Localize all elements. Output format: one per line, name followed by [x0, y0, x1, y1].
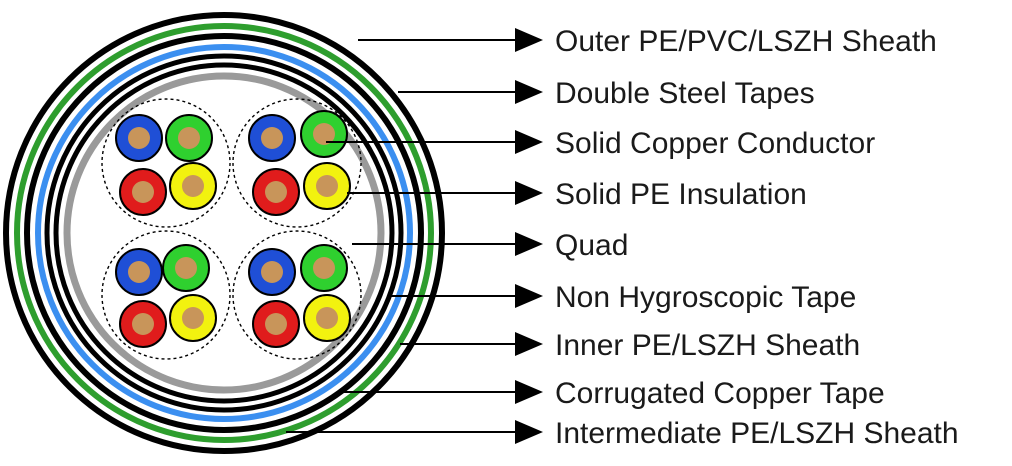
conductor-blue — [115, 114, 163, 162]
arrowhead — [515, 380, 543, 404]
quad-binder — [101, 230, 231, 360]
steel-tape-ring-green — [14, 23, 434, 443]
quad-binder — [232, 230, 362, 360]
arrowhead — [515, 181, 543, 205]
arrowhead — [515, 80, 543, 104]
quad-binder — [101, 98, 231, 228]
label-outer-sheath: Outer PE/PVC/LSZH Sheath — [555, 25, 937, 58]
conductor-yellow — [169, 294, 217, 342]
outer-sheath-ring — [3, 12, 445, 454]
arrowhead — [515, 284, 543, 308]
conductor-blue — [248, 248, 296, 296]
conductor-blue — [248, 114, 296, 162]
conductor-blue — [115, 248, 163, 296]
corrugated-tape-ring — [44, 53, 404, 413]
arrowheads — [515, 28, 543, 444]
conductor-green — [300, 244, 348, 292]
quads — [101, 98, 362, 360]
label-inner-sheath: Inner PE/LSZH Sheath — [555, 329, 860, 362]
conductor-green — [165, 114, 213, 162]
inner-sheath-ring — [53, 62, 395, 404]
label-non-hygroscopic-tape: Non Hygroscopic Tape — [555, 281, 856, 314]
conductor-green — [162, 244, 210, 292]
conductor-yellow — [303, 162, 351, 210]
label-intermediate-sheath: Intermediate PE/LSZH Sheath — [555, 417, 959, 450]
cable-layers — [3, 12, 445, 454]
label-solid-copper-conductor: Solid Copper Conductor — [555, 127, 875, 160]
conductor-red — [119, 168, 167, 216]
steel-tape-ring-black — [24, 33, 424, 433]
conductor-yellow — [303, 294, 351, 342]
conductor-red — [252, 300, 300, 348]
hygroscopic-tape-ring — [63, 72, 385, 394]
conductors — [115, 110, 351, 348]
conductor-red — [252, 168, 300, 216]
arrowhead — [515, 232, 543, 256]
quad-binder — [232, 98, 362, 228]
label-double-steel-tapes: Double Steel Tapes — [555, 77, 815, 110]
leader-lines — [286, 39, 515, 433]
arrowhead — [515, 28, 543, 52]
arrowhead — [515, 420, 543, 444]
label-solid-pe-insulation: Solid PE Insulation — [555, 178, 807, 211]
conductor-yellow — [169, 162, 217, 210]
intermediate-sheath-ring — [35, 44, 413, 422]
labels: Outer PE/PVC/LSZH Sheath Double Steel Ta… — [555, 25, 959, 450]
label-quad: Quad — [555, 229, 628, 262]
conductor-red — [119, 300, 167, 348]
arrowhead — [515, 130, 543, 154]
conductor-green — [300, 110, 348, 158]
arrowhead — [515, 332, 543, 356]
label-corrugated-tape: Corrugated Copper Tape — [555, 377, 885, 410]
